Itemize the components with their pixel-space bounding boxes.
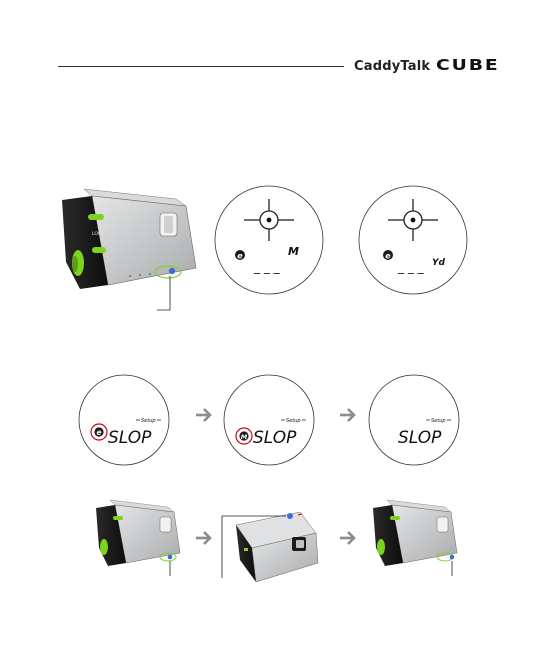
display-meter: e M _ _ _ (215, 186, 323, 294)
slop-text: SLOP (108, 428, 152, 448)
e-mode-glyph: e (385, 251, 391, 260)
device-display-label: LOCK (92, 231, 105, 237)
display-setup-e: Setup e SLOP (79, 375, 169, 465)
rangefinder-device-step1 (96, 500, 180, 566)
e-mode-glyph: e (237, 251, 243, 260)
unit-label-meter: M (288, 245, 299, 258)
arrow-right-icon (340, 409, 354, 421)
unit-label-yard: Yd (432, 258, 446, 268)
slop-text: SLOP (398, 428, 442, 448)
distance-dashes-yard: _ _ _ (397, 260, 425, 274)
display-setup-m: Setup M SLOP (224, 375, 314, 465)
arrow-right-icon (340, 532, 354, 544)
m-mode-glyph: M (241, 433, 248, 441)
display-yard: e _ _ _ Yd (359, 186, 467, 294)
rangefinder-device-main: LOCK (62, 189, 196, 289)
callout-line (157, 276, 170, 310)
e-mode-glyph: e (96, 428, 101, 437)
setup-label: Setup (431, 418, 446, 424)
slop-text: SLOP (253, 428, 297, 448)
display-setup-off: Setup SLOP (369, 375, 459, 465)
power-button-icon (287, 513, 293, 519)
arrow-right-icon (196, 409, 210, 421)
setup-label: Setup (141, 418, 156, 424)
arrow-right-icon (196, 532, 210, 544)
setup-label: Setup (286, 418, 301, 424)
distance-dashes-meter: _ _ _ (253, 260, 281, 274)
rangefinder-device-step3 (373, 500, 457, 566)
rangefinder-device-step2 (236, 512, 318, 582)
mode-button-icon (169, 268, 175, 274)
